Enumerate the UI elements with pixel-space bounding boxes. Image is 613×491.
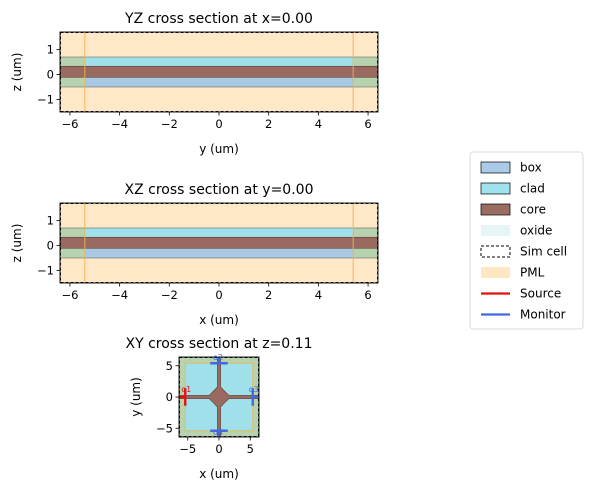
- legend-label-clad: clad: [520, 182, 545, 196]
- xy-core-crossing: [179, 357, 259, 437]
- xz-sim-cell: [60, 203, 378, 283]
- yz-xtick-label: −6: [61, 117, 78, 131]
- yz-xtick-label: 4: [315, 117, 322, 131]
- xz-xtick-label: −2: [161, 288, 178, 302]
- xz-xtick-label: 2: [265, 288, 272, 302]
- yz-xtick-label: 2: [265, 117, 272, 131]
- yz-xlabel: y (um): [199, 142, 239, 156]
- xy-ytick-label: 5: [166, 359, 173, 373]
- yz-sim-cell: [60, 32, 378, 112]
- legend-swatch-oxide: [481, 225, 510, 236]
- xz-xlabel: x (um): [199, 313, 239, 327]
- xy-xtick-label: 0: [215, 442, 222, 456]
- xz-ytick-label: 1: [47, 214, 54, 228]
- yz-xtick-label: 6: [364, 117, 371, 131]
- xy-ylabel: y (um): [129, 377, 143, 417]
- yz-panel: YZ cross section at x=0.00 −6 −4 −2 0 2 4 6 −1 0…: [10, 11, 379, 156]
- xz-title: XZ cross section at y=0.00: [125, 182, 314, 198]
- legend-label-monitor: Monitor: [520, 308, 566, 322]
- legend-label-pml: PML: [520, 266, 545, 280]
- xy-panel: XY cross section at z=0.11 o1 o2 o3 o4 −5 0 5…: [126, 336, 313, 481]
- xy-xtick-label: 5: [247, 442, 254, 456]
- legend-label-box: box: [520, 161, 542, 175]
- legend-label-oxide: oxide: [520, 224, 552, 238]
- legend-swatch-core: [480, 203, 511, 216]
- yz-title: YZ cross section at x=0.00: [124, 11, 313, 27]
- xy-xlabel: x (um): [199, 467, 239, 481]
- legend-label-sim-cell: Sim cell: [520, 245, 567, 259]
- yz-box-layer: [60, 74, 378, 87]
- xz-panel: XZ cross section at y=0.00 −6 −4 −2 0 2 4 6 −1 0…: [10, 182, 379, 327]
- yz-core-layer: [60, 65, 378, 78]
- yz-ytick-label: 0: [47, 68, 54, 82]
- xz-xtick-label: 0: [215, 288, 222, 302]
- legend-label-source: Source: [520, 287, 561, 301]
- yz-xtick-label: 0: [215, 117, 222, 131]
- xz-core-layer: [60, 236, 378, 249]
- legend-swatch-clad: [480, 182, 511, 195]
- xy-ytick-label: −5: [156, 421, 173, 435]
- xz-ylabel: z (um): [10, 224, 24, 263]
- port-o3-label: o3: [249, 385, 259, 394]
- xz-xtick-label: −4: [111, 288, 128, 302]
- xz-ytick-label: −1: [37, 264, 54, 278]
- xz-xtick-label: −6: [61, 288, 78, 302]
- xz-ytick-label: 0: [47, 239, 54, 253]
- legend-swatch-pml: [481, 267, 510, 278]
- legend-frame: [469, 151, 584, 330]
- yz-ytick-label: −1: [37, 93, 54, 107]
- xz-xtick-label: 4: [315, 288, 322, 302]
- legend-label-core: core: [520, 203, 546, 217]
- xy-title: XY cross section at z=0.11: [126, 336, 313, 352]
- xy-sim-cell: [179, 357, 259, 437]
- yz-ytick-label: 1: [47, 43, 54, 57]
- yz-xtick-label: −4: [111, 117, 128, 131]
- yz-ylabel: z (um): [10, 53, 24, 92]
- yz-xtick-label: −2: [161, 117, 178, 131]
- legend-swatch-box: [480, 161, 511, 174]
- port-o2-label: o2: [213, 353, 223, 362]
- xz-xtick-label: 6: [364, 288, 371, 302]
- port-o1-label: o1: [181, 385, 191, 394]
- port-o4-label: o4: [213, 428, 223, 437]
- xy-ytick-label: 0: [166, 390, 173, 404]
- xz-box-layer: [60, 245, 378, 258]
- xy-xtick-label: −5: [179, 442, 196, 456]
